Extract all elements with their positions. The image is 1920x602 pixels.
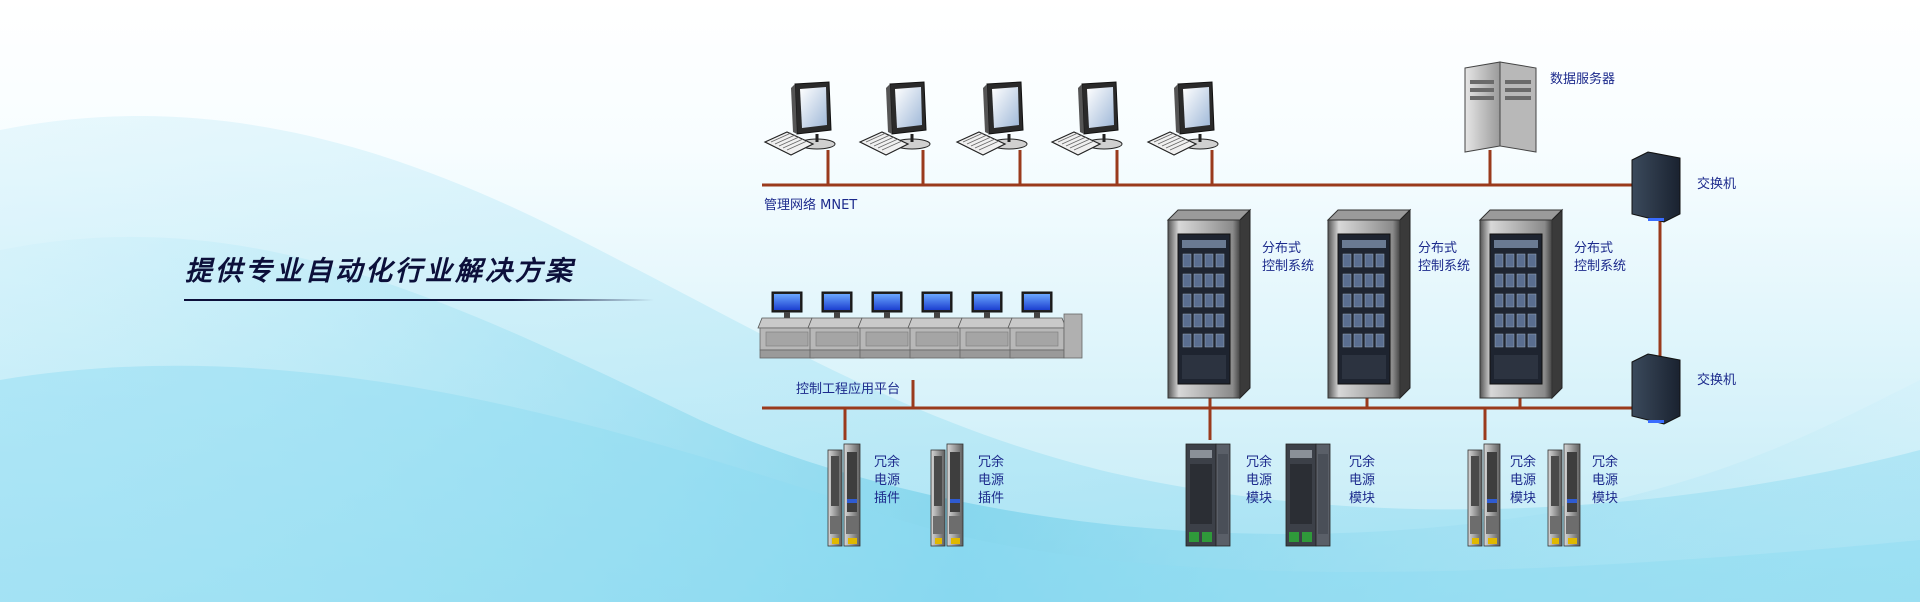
- switch-bottom-icon: [1631, 353, 1681, 425]
- redundant-power-module: [1285, 443, 1331, 547]
- redundant-power-plugin: [827, 443, 861, 547]
- redundant-power-plugin: [930, 443, 964, 547]
- redundant-power-module: [1547, 443, 1581, 547]
- dcs-2-label: 分布式 控制系统: [1418, 241, 1470, 274]
- workstation-computer: [1146, 80, 1220, 157]
- control-platform-label: 控制工程应用平台: [796, 381, 900, 397]
- module-1-label: 冗余 电源 插件: [874, 454, 904, 506]
- workstation-computer: [858, 80, 932, 157]
- workstation-computer: [1050, 80, 1124, 157]
- workstation-computer: [955, 80, 1029, 157]
- redundant-power-module: [1467, 443, 1501, 547]
- network-lines: [762, 150, 1662, 440]
- dcs-1-label: 分布式 控制系统: [1262, 241, 1314, 274]
- switch-top-icon: [1631, 151, 1681, 223]
- module-4-label: 冗余 电源 模块: [1349, 454, 1379, 506]
- dcs-3-label: 分布式 控制系统: [1574, 241, 1626, 274]
- dcs-cabinet: [1327, 209, 1411, 399]
- dcs-cabinet: [1167, 209, 1251, 399]
- control-console: [757, 291, 1083, 359]
- mnet-label: 管理网络 MNET: [764, 197, 857, 213]
- data-server-label: 数据服务器: [1550, 71, 1615, 87]
- data-server-icon: [1464, 61, 1537, 153]
- module-5-label: 冗余 电源 模块: [1510, 454, 1540, 506]
- dcs-cabinet: [1479, 209, 1563, 399]
- banner-title: 提供专业自动化行业解决方案: [185, 256, 576, 287]
- module-2-label: 冗余 电源 插件: [978, 454, 1008, 506]
- switch-top-label: 交换机: [1697, 176, 1736, 192]
- module-6-label: 冗余 电源 模块: [1592, 454, 1622, 506]
- module-3-label: 冗余 电源 模块: [1246, 454, 1276, 506]
- title-underline: [184, 299, 654, 301]
- redundant-power-module: [1185, 443, 1231, 547]
- workstation-computer: [763, 80, 837, 157]
- switch-bottom-label: 交换机: [1697, 372, 1736, 388]
